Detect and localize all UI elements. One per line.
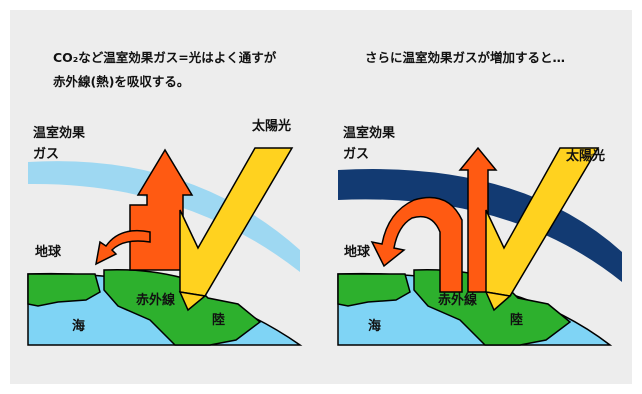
- right-gas-label-line1: 温室効果: [343, 125, 395, 141]
- left-earth-label: 地球: [35, 244, 62, 260]
- left-infrared-label: 赤外線: [136, 292, 176, 308]
- right-sun-label: 太陽光: [565, 148, 605, 164]
- left-caption-line1: CO₂など温室効果ガス=光はよく通すが: [53, 50, 277, 65]
- right-infrared-arrow: [370, 196, 463, 293]
- left-sun-label: 太陽光: [251, 118, 291, 134]
- left-caption-line2: 赤外線(熱)を吸収する。: [53, 74, 190, 89]
- right-sunlight-beam-bottom: [484, 291, 512, 312]
- right-greenhouse-scene: [337, 146, 622, 346]
- left-land-west: [27, 273, 101, 307]
- left-reflected-arrow: [94, 229, 151, 266]
- left-gas-label-line1: 温室効果: [33, 125, 85, 141]
- right-gas-label-line2: ガス: [343, 147, 369, 162]
- right-sea-label: 海: [368, 318, 381, 334]
- right-earth-label: 地球: [344, 244, 371, 260]
- left-greenhouse-scene: [27, 147, 303, 346]
- right-land-west: [337, 273, 411, 307]
- right-gas-band: [338, 169, 622, 282]
- right-caption: さらに温室効果ガスが増加すると…: [365, 50, 566, 65]
- left-gas-label-line2: ガス: [33, 147, 59, 162]
- left-sunlight-beam-bottom: [178, 291, 207, 312]
- left-land-label: 陸: [212, 312, 225, 328]
- left-sea-label: 海: [72, 318, 85, 334]
- right-land-label: 陸: [510, 312, 523, 328]
- right-infrared-label: 赤外線: [438, 292, 478, 308]
- left-sunlight-beam: [179, 147, 294, 297]
